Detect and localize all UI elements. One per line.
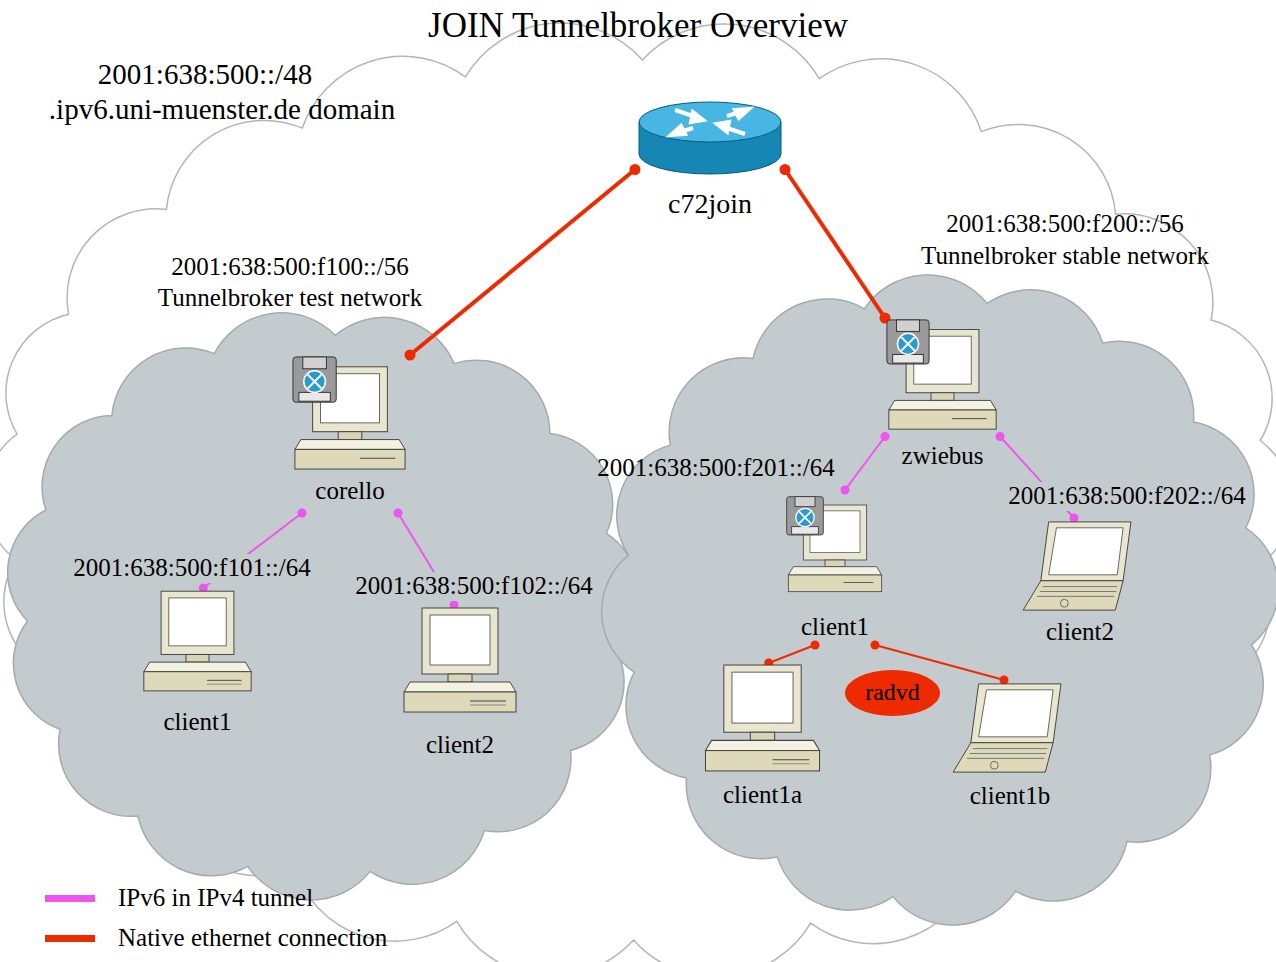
connection-dot <box>1070 514 1079 523</box>
prefix-label: 2001:638:500:f101::/64 <box>71 554 313 583</box>
device-icon <box>290 355 410 473</box>
node-label: 2001:638:500::/48 <box>98 58 312 91</box>
node-label: client2 <box>426 731 494 760</box>
ethernet-line <box>785 170 885 319</box>
node-label: client2 <box>1046 618 1114 647</box>
legend-swatch <box>45 895 95 902</box>
client-laptop: client1b <box>950 680 1070 812</box>
tunnel-server: zwiebus <box>885 318 1000 476</box>
cloud-path <box>0 23 1276 962</box>
cloud-outline <box>615 205 1265 910</box>
stable-network-cloud: 2001:638:500:f200::/56Tunnelbroker stabl… <box>615 205 1265 910</box>
device-symbol <box>953 684 1061 772</box>
legend-text: IPv6 in IPv4 tunnel <box>118 884 313 913</box>
cloud-path <box>602 275 1276 925</box>
device-icon <box>400 605 520 717</box>
device-icon <box>700 663 825 775</box>
prefix-label: 2001:638:500:f201::/64 <box>597 454 835 483</box>
diagram-title: JOIN Tunnelbroker Overview <box>428 6 848 46</box>
node-label: c72join <box>668 188 752 220</box>
device-symbol <box>705 665 819 771</box>
node-label: client1 <box>163 708 231 737</box>
connection-dot <box>405 350 416 361</box>
client-pc: client2 <box>400 605 520 763</box>
node-label: corello <box>315 477 384 506</box>
node-label: Tunnelbroker test network <box>158 284 422 313</box>
node-label: client1b <box>970 782 1051 811</box>
connection-dot <box>780 164 791 175</box>
node-label: client1a <box>723 781 802 810</box>
connection-dot <box>871 641 880 650</box>
legend-text: Native ethernet connection <box>118 924 387 953</box>
node-label: client1 <box>801 613 869 642</box>
device-icon <box>950 680 1070 778</box>
prefix-label: 2001:638:500:f202::/64 <box>1006 482 1248 511</box>
connection-dot <box>298 509 307 518</box>
connection-dot <box>630 164 641 175</box>
device-icon <box>635 98 785 178</box>
device-symbol <box>639 102 781 174</box>
device-symbol <box>787 497 882 592</box>
node-label: 2001:638:500:f200::/56 <box>946 210 1184 239</box>
legend-swatch <box>45 935 95 942</box>
tunnel-server: corello <box>290 355 410 513</box>
connection-dot <box>1000 676 1009 685</box>
connection-dot <box>996 432 1005 441</box>
tunnel-line <box>845 437 885 491</box>
device-icon <box>140 588 255 696</box>
node-label: .ipv6.uni-muenster.de domain <box>49 93 395 126</box>
ethernet-line <box>769 645 815 663</box>
device-symbol <box>887 320 996 429</box>
connection-dot <box>881 432 890 441</box>
client-laptop: client2 <box>1020 518 1140 650</box>
device-symbol <box>1023 522 1131 610</box>
node-label: radvd <box>865 679 920 707</box>
radvd-ellipse: radvd <box>845 670 940 716</box>
device-symbol <box>293 357 405 469</box>
device-icon <box>785 490 885 600</box>
device-icon <box>1020 518 1140 616</box>
client-pc: client1 <box>140 588 255 740</box>
connection-dot <box>811 641 820 650</box>
ethernet-line <box>875 645 1004 680</box>
node-label: 2001:638:500:f100::/56 <box>171 253 409 282</box>
connection-dot <box>394 509 403 518</box>
device-symbol <box>404 608 516 712</box>
cloud-path <box>8 313 639 900</box>
router: c72join <box>635 98 785 228</box>
ethernet-line <box>410 170 635 356</box>
node-label: Tunnelbroker stable network <box>921 242 1209 271</box>
node-label: zwiebus <box>902 442 984 471</box>
device-symbol <box>144 591 251 691</box>
connection-dot <box>841 486 850 495</box>
device-icon <box>885 318 1000 433</box>
ellipse-fill <box>845 670 940 716</box>
prefix-label: 2001:638:500:f102::/64 <box>353 572 595 601</box>
client-router: client1 <box>785 490 885 645</box>
client-pc: client1a <box>700 663 825 811</box>
